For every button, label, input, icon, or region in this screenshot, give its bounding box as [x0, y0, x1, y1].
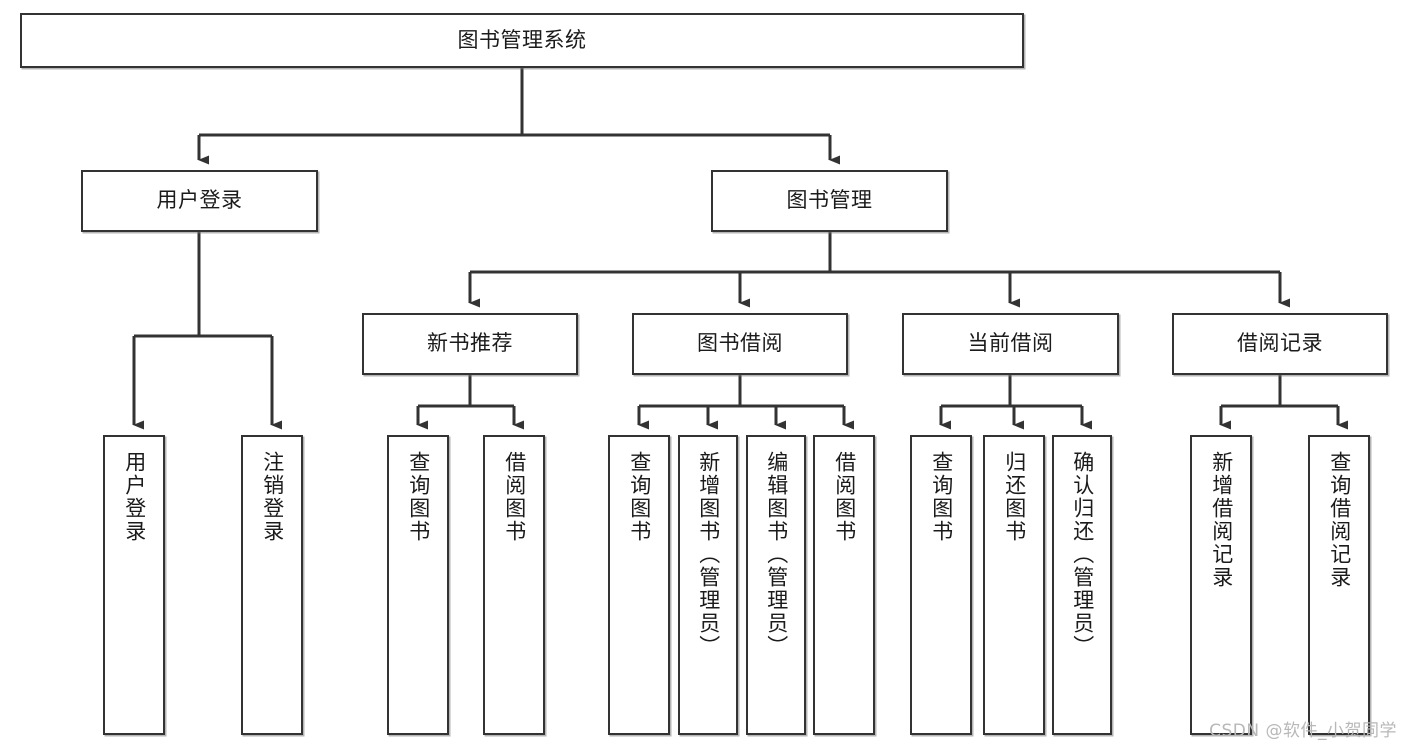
leaf-label: 注销登录	[260, 451, 285, 543]
leaf-add-borrow-record[interactable]: 新增借阅记录	[1190, 435, 1252, 735]
node-book-borrow-label: 图书借阅	[697, 331, 783, 356]
leaf-borrow-book[interactable]: 借阅图书	[813, 435, 875, 735]
leaf-label: 新增图书（管理员）	[696, 451, 721, 658]
node-root-label: 图书管理系统	[457, 27, 587, 52]
node-user-login[interactable]: 用户登录	[81, 170, 318, 232]
leaf-logout[interactable]: 注销登录	[241, 435, 303, 735]
leaf-query-book-current[interactable]: 查询图书	[910, 435, 972, 735]
leaf-query-borrow-record[interactable]: 查询借阅记录	[1308, 435, 1370, 735]
leaf-label: 归还图书	[1002, 451, 1027, 543]
leaf-label: 查询图书	[929, 451, 954, 543]
leaf-label: 用户登录	[122, 451, 147, 543]
leaf-label: 查询图书	[406, 451, 431, 543]
node-root[interactable]: 图书管理系统	[20, 13, 1024, 68]
node-borrow-record-label: 借阅记录	[1237, 331, 1323, 356]
leaf-label: 查询借阅记录	[1327, 451, 1352, 589]
leaf-return-book[interactable]: 归还图书	[983, 435, 1045, 735]
leaf-query-book-recommend[interactable]: 查询图书	[387, 435, 449, 735]
leaf-label: 编辑图书（管理员）	[764, 451, 789, 658]
leaf-query-book-borrow[interactable]: 查询图书	[608, 435, 670, 735]
leaf-confirm-return-admin[interactable]: 确认归还（管理员）	[1052, 435, 1112, 735]
leaf-label: 借阅图书	[832, 451, 857, 543]
node-new-book-recommend[interactable]: 新书推荐	[362, 313, 578, 375]
leaf-user-login[interactable]: 用户登录	[103, 435, 165, 735]
node-new-book-recommend-label: 新书推荐	[427, 331, 513, 356]
leaf-borrow-book-recommend[interactable]: 借阅图书	[483, 435, 545, 735]
leaf-label: 新增借阅记录	[1209, 451, 1234, 589]
leaf-label: 查询图书	[627, 451, 652, 543]
node-book-management-label: 图书管理	[786, 188, 873, 213]
node-book-management[interactable]: 图书管理	[711, 170, 948, 232]
leaf-label: 确认归还（管理员）	[1070, 451, 1095, 658]
leaf-add-book-admin[interactable]: 新增图书（管理员）	[678, 435, 738, 735]
node-book-borrow[interactable]: 图书借阅	[632, 313, 848, 375]
node-user-login-label: 用户登录	[156, 188, 243, 213]
leaf-edit-book-admin[interactable]: 编辑图书（管理员）	[746, 435, 806, 735]
leaf-label: 借阅图书	[502, 451, 527, 543]
node-current-borrow[interactable]: 当前借阅	[902, 313, 1119, 375]
node-current-borrow-label: 当前借阅	[967, 331, 1054, 356]
node-borrow-record[interactable]: 借阅记录	[1172, 313, 1388, 375]
watermark-text: CSDN @软件_小贺同学	[1209, 721, 1397, 741]
